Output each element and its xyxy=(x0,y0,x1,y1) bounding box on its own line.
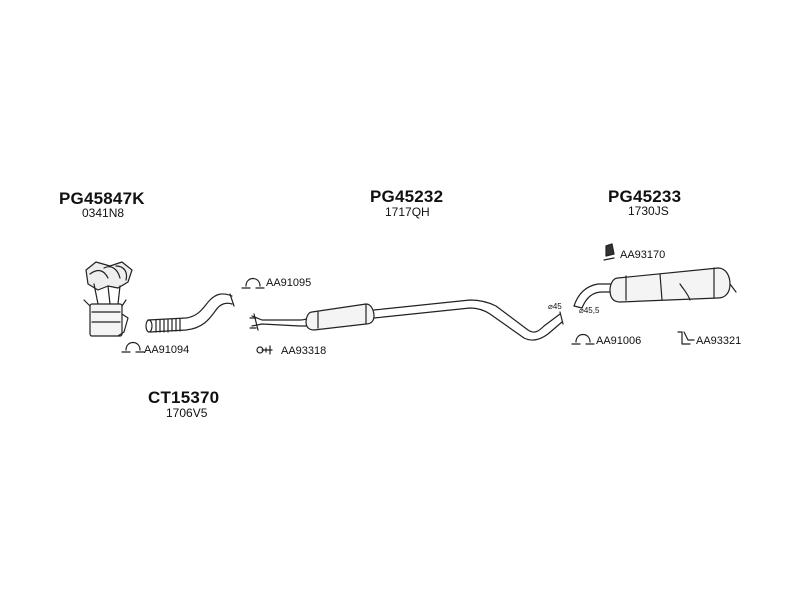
bracket-icon xyxy=(603,243,615,261)
flex-pipe-illustration xyxy=(145,293,235,333)
accessory-label-rubber-rear: AA93321 xyxy=(696,335,742,347)
part-number-rear-silencer: PG45233 xyxy=(608,187,682,206)
rubber-mount-icon xyxy=(677,331,695,345)
middle-silencer-illustration xyxy=(249,299,564,341)
oem-number-flex-pipe: 1706V5 xyxy=(166,406,208,420)
hanger-icon xyxy=(256,345,273,355)
accessory-label-hanger-mid: AA93318 xyxy=(281,345,327,357)
accessory-label-clamp-mid: AA91095 xyxy=(266,277,312,289)
accessory-label-bracket-rear: AA93170 xyxy=(620,249,666,261)
part-number-middle-silencer: PG45232 xyxy=(370,187,444,206)
oem-number-middle-silencer: 1717QH xyxy=(385,205,430,219)
part-number-manifold-catalyst: PG45847K xyxy=(59,189,145,208)
manifold-catalyst-illustration xyxy=(83,261,133,337)
diameter-label-mid: ⌀45 xyxy=(548,302,562,311)
clamp-icon xyxy=(571,333,595,345)
rear-silencer-illustration xyxy=(573,267,737,309)
clamp-icon xyxy=(241,277,265,289)
accessory-label-clamp-front: AA91094 xyxy=(144,344,190,356)
diameter-label-rear: ⌀45,5 xyxy=(579,306,600,315)
oem-number-manifold-catalyst: 0341N8 xyxy=(82,206,125,220)
part-number-flex-pipe: CT15370 xyxy=(148,388,220,407)
accessory-label-clamp-rear: AA91006 xyxy=(596,335,642,347)
oem-number-rear-silencer: 1730JS xyxy=(628,204,669,218)
clamp-icon xyxy=(121,341,145,353)
